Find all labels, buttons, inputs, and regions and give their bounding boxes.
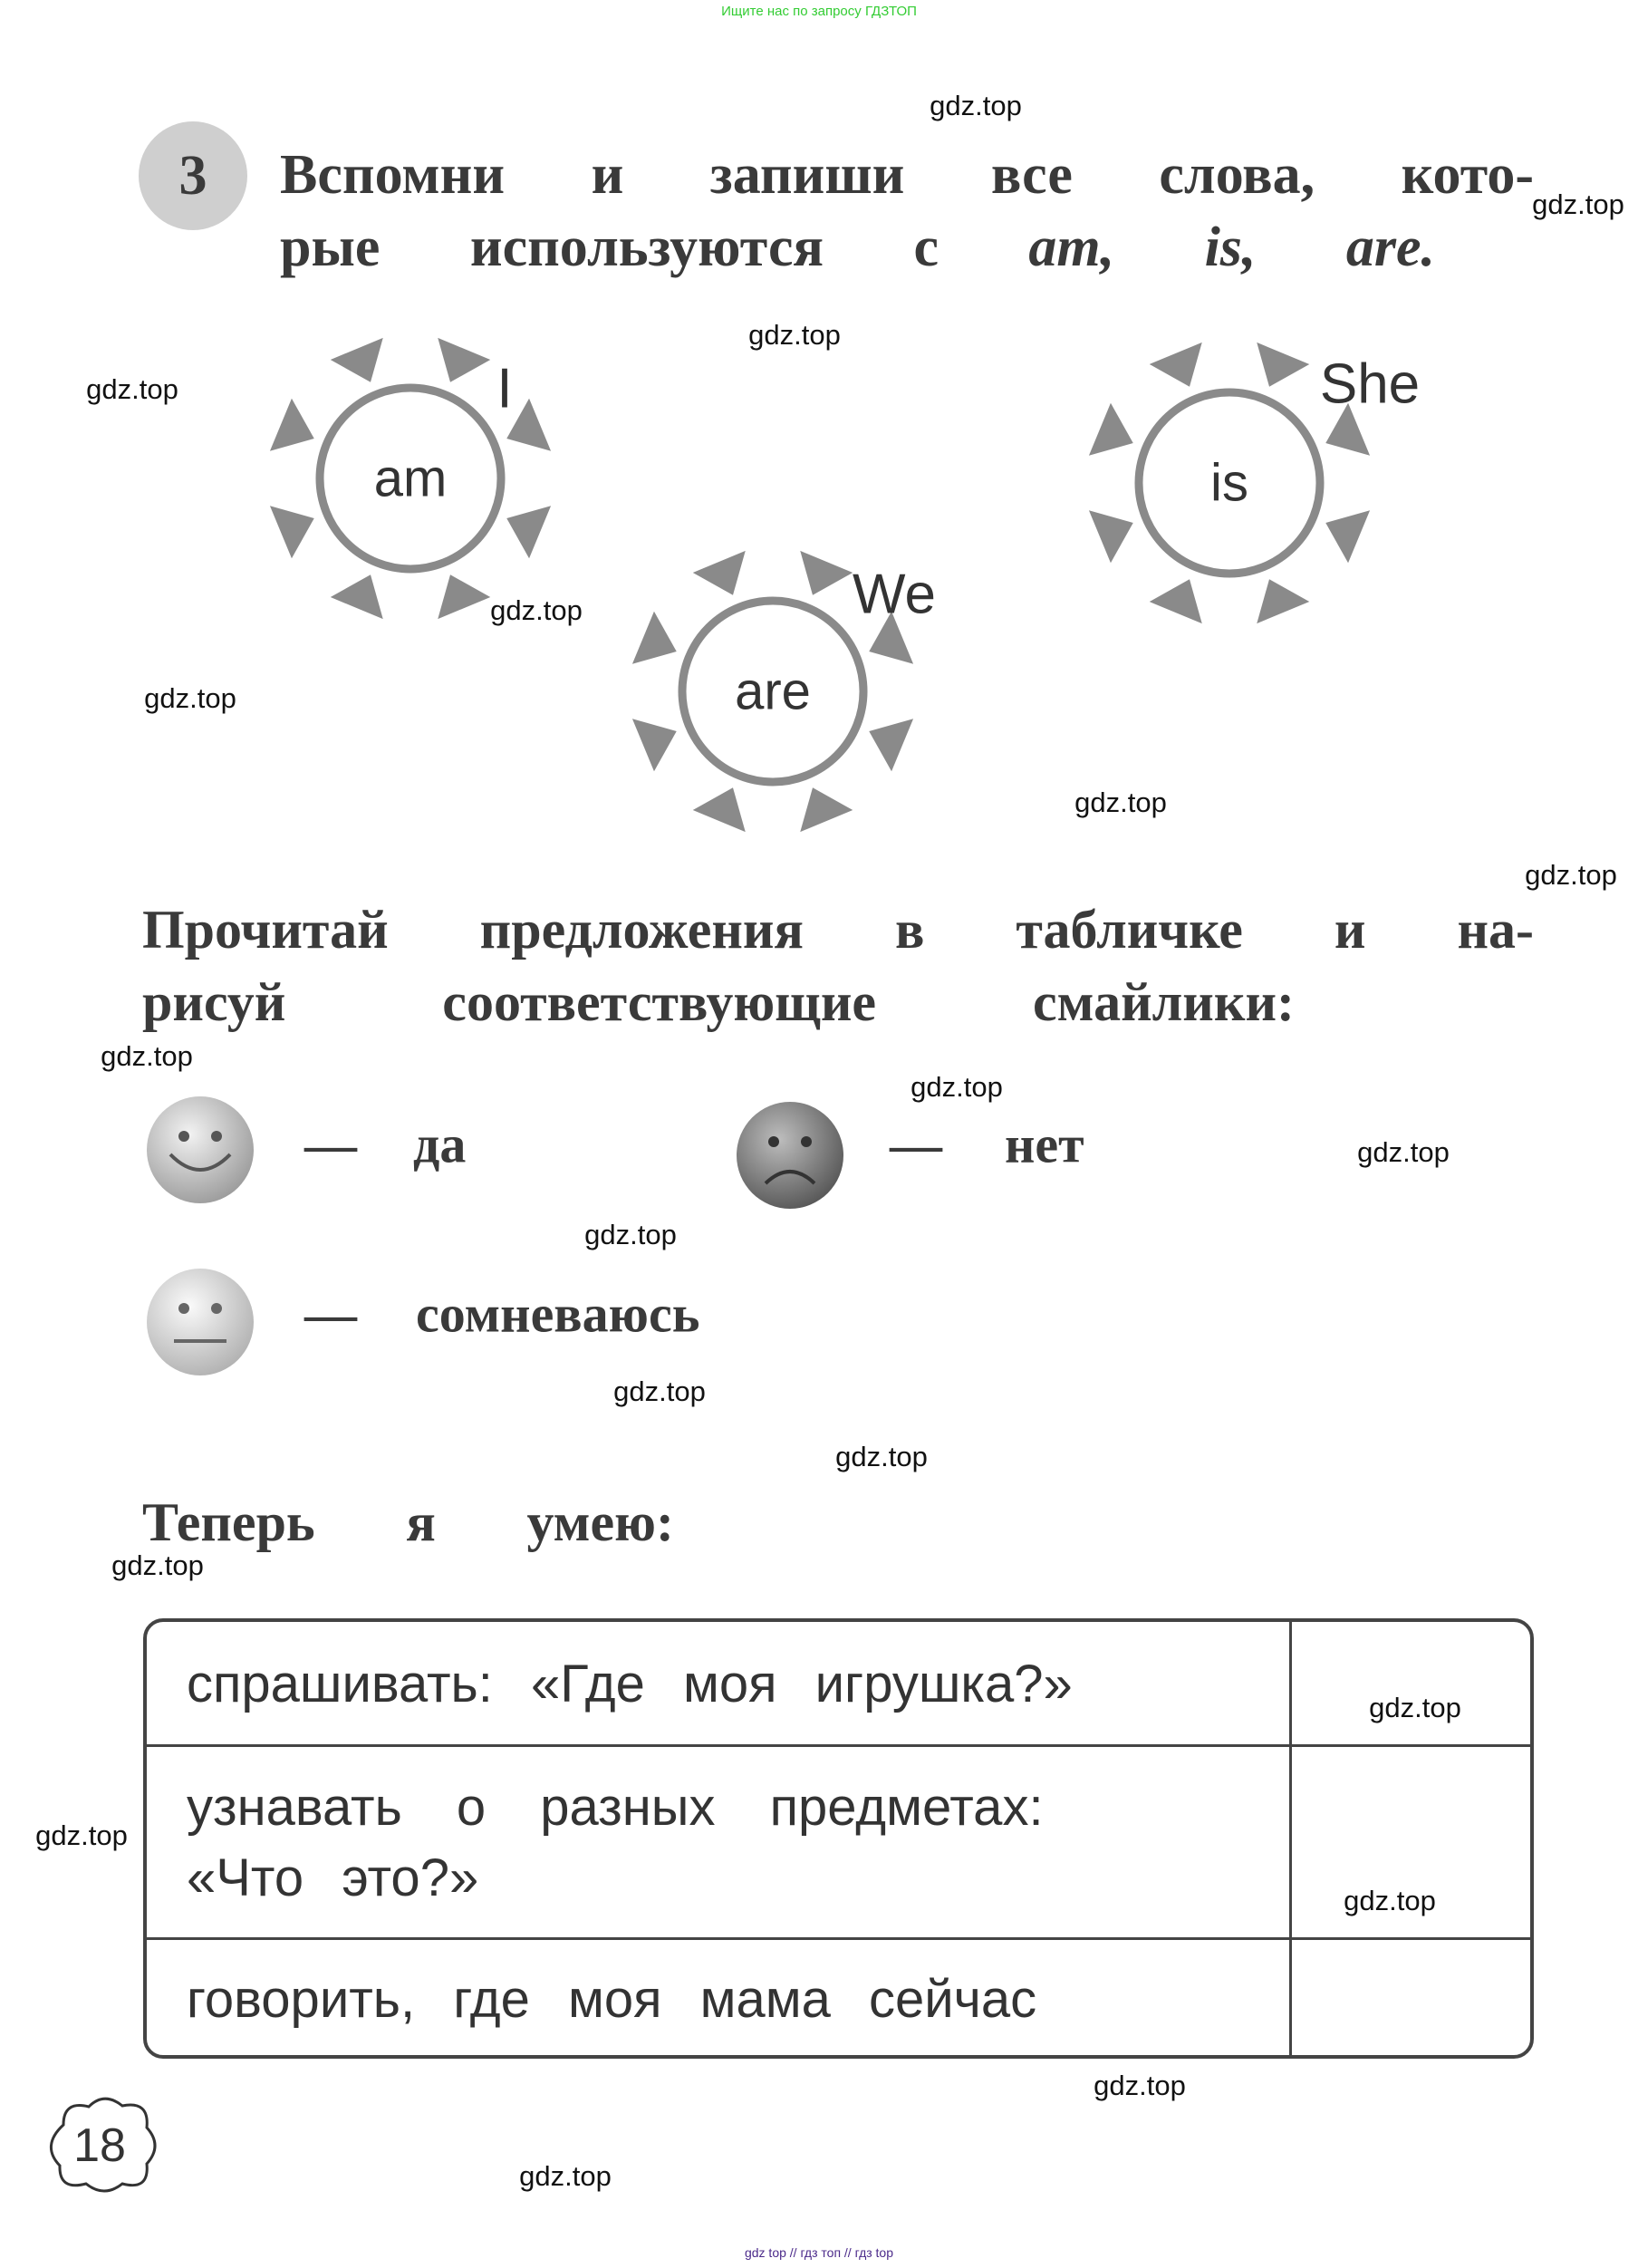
sun-verb-is: is <box>1210 453 1248 513</box>
skill-text: узнавать о разных предметах: <box>187 1778 1044 1837</box>
watermark: gdz.top <box>584 1219 677 1250</box>
sun-ray <box>800 550 853 595</box>
sun-ray <box>631 719 677 772</box>
sun-ray <box>692 550 746 595</box>
title-prefix: рые используются с <box>280 217 939 278</box>
skill-row-1: спрашивать: «Где моя игрушка?» <box>147 1622 1292 1746</box>
sun-ray <box>1149 342 1202 387</box>
sun-are-icon <box>631 550 914 833</box>
legend-label-no: нет <box>1005 1115 1084 1174</box>
sun-am-icon <box>269 337 552 620</box>
sun-verb-am: am <box>373 449 448 508</box>
sun-ring <box>315 383 506 574</box>
smiley-cell-1[interactable] <box>1292 1622 1530 1746</box>
happy-face-icon <box>147 1096 254 1203</box>
sun-ray <box>1257 579 1310 624</box>
watermark: gdz.top <box>86 373 178 405</box>
exercise-number: 3 <box>139 121 247 230</box>
sun-word-input-2[interactable]: She <box>1319 352 1421 416</box>
watermark: gdz.top <box>613 1375 706 1407</box>
footer-note: gdz top // гдз топ // гдз top <box>744 2245 894 2260</box>
watermark: gdz.top <box>1074 787 1167 818</box>
sun-ray <box>506 506 552 559</box>
sun-word-input-3[interactable]: We <box>853 563 936 626</box>
sun-ray <box>1088 402 1133 456</box>
sun-ray <box>330 337 383 382</box>
sun-ray <box>1325 402 1371 456</box>
watermark: gdz.top <box>144 682 236 714</box>
watermark: gdz.top <box>835 1441 928 1472</box>
sun-ray <box>1088 510 1133 564</box>
watermark: gdz.top <box>1344 1885 1436 1916</box>
sun-ray <box>438 574 491 620</box>
sun-verb-are: are <box>735 661 811 721</box>
sun-ray <box>330 574 383 620</box>
sun-ray <box>269 398 314 451</box>
row-divider <box>147 1744 1530 1747</box>
sun-is-icon <box>1088 342 1371 624</box>
sun-ring <box>678 596 868 787</box>
smiley-heading-line1: Прочитай предложения в табличке и на- <box>142 900 1534 960</box>
watermark: gdz.top <box>1094 2070 1186 2101</box>
skill-text: «Что это?» <box>187 1848 479 1907</box>
exercise-title-line2: рые используются с am, is, are. <box>280 216 1435 280</box>
skill-row-2: узнавать о разных предметах: «Что это?» <box>147 1747 1292 1939</box>
skill-row-3: говорить, где моя мама сейчас <box>147 1940 1292 2059</box>
sun-ray <box>800 787 853 833</box>
sun-word-input-1[interactable]: I <box>496 357 513 420</box>
neutral-face-icon <box>147 1269 254 1375</box>
sun-ray <box>631 611 677 664</box>
watermark: gdz.top <box>101 1040 193 1072</box>
sun-ray <box>1325 510 1371 564</box>
skill-text: говорить, где моя мама сейчас <box>187 1969 1037 2029</box>
sun-ray <box>438 337 491 382</box>
watermark: gdz.top <box>519 2160 612 2192</box>
skill-text: спрашивать: «Где моя игрушка?» <box>187 1654 1073 1713</box>
sun-ray <box>506 398 552 451</box>
legend-label-yes: да <box>413 1115 467 1174</box>
sun-ray <box>869 611 914 664</box>
watermark: gdz.top <box>748 319 841 351</box>
sun-ray <box>869 719 914 772</box>
search-hint-banner: Ищите нас по запросу ГДЗТОП <box>721 4 917 19</box>
title-verbs: am, is, are. <box>1028 217 1436 278</box>
smiley-cell-3[interactable] <box>1292 1940 1530 2059</box>
watermark: gdz.top <box>35 1819 128 1851</box>
sun-ring <box>1134 388 1325 578</box>
watermark: gdz.top <box>930 90 1022 121</box>
watermark: gdz.top <box>1357 1136 1450 1168</box>
legend-dash-yes: — <box>304 1115 357 1174</box>
legend-label-doubt: сомневаюсь <box>416 1284 700 1344</box>
watermark: gdz.top <box>1369 1692 1461 1723</box>
skills-heading: Теперь я умею: <box>142 1492 674 1552</box>
watermark: gdz.top <box>1532 188 1624 220</box>
legend-dash-doubt: — <box>304 1284 357 1344</box>
sad-face-icon <box>737 1102 843 1209</box>
flower-icon <box>50 2097 157 2193</box>
watermark: gdz.top <box>1525 859 1617 891</box>
sun-ray <box>1149 579 1202 624</box>
page-number-badge: 18 <box>36 2093 163 2197</box>
watermark: gdz.top <box>490 594 583 626</box>
smiley-heading-line2: рисуй соответствующие смайлики: <box>142 972 1295 1032</box>
page-number: 18 <box>73 2118 126 2172</box>
watermark: gdz.top <box>111 1549 204 1581</box>
sun-ray <box>1257 342 1310 387</box>
row-divider <box>147 1937 1530 1940</box>
legend-dash-no: — <box>890 1115 942 1174</box>
watermark: gdz.top <box>911 1071 1003 1103</box>
sun-ray <box>692 787 746 833</box>
skills-table: спрашивать: «Где моя игрушка?» узнавать … <box>143 1618 1534 2059</box>
exercise-title-line1: Вспомни и запиши все слова, кото- <box>280 144 1534 206</box>
sun-ray <box>269 506 314 559</box>
